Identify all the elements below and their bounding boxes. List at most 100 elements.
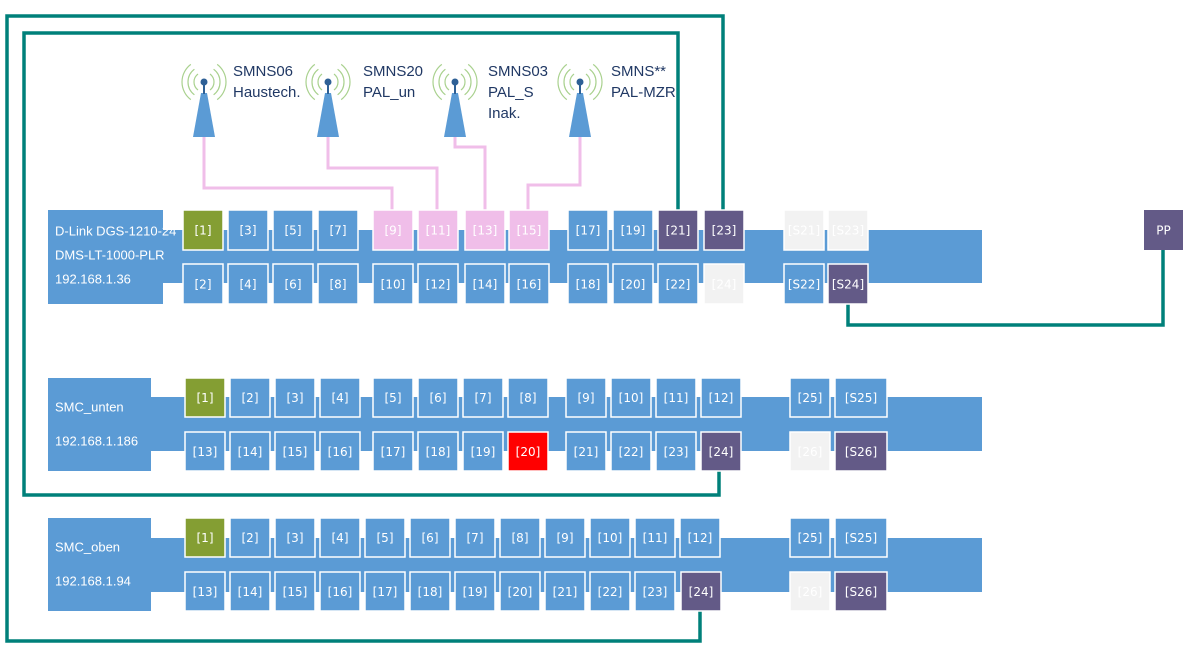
port[interactable]: [2] [229,517,271,558]
port-error[interactable] [507,431,549,472]
port-port[interactable] [372,377,414,418]
port-port[interactable] [834,517,888,558]
port-trunk[interactable] [703,209,745,251]
port[interactable]: [14] [464,263,506,305]
port[interactable]: [18] [409,571,451,612]
port[interactable]: [4] [227,263,269,305]
port-port[interactable] [462,377,504,418]
port-uplink[interactable] [184,377,226,418]
port[interactable]: [S25] [834,517,888,558]
port-port[interactable] [567,209,609,251]
port-port[interactable] [272,263,314,305]
port[interactable]: [12] [679,517,721,558]
port-unused[interactable] [789,431,831,472]
port[interactable]: [7] [317,209,359,251]
port-port[interactable] [589,517,631,558]
port-port[interactable] [272,209,314,251]
port[interactable]: [2] [182,263,224,305]
port-port[interactable] [409,517,451,558]
port[interactable]: [14] [229,571,271,612]
port[interactable]: [9] [544,517,586,558]
port[interactable]: [12] [700,377,742,418]
port[interactable]: [17] [567,209,609,251]
port[interactable]: [9] [565,377,607,418]
port[interactable]: [6] [272,263,314,305]
port-trunk[interactable] [827,263,869,305]
port-port[interactable] [409,571,451,612]
port-uplink[interactable] [182,209,224,251]
port-port[interactable] [364,571,406,612]
port-trunk[interactable] [834,571,888,612]
port-port[interactable] [499,571,541,612]
port-port[interactable] [274,571,316,612]
port-port[interactable] [274,431,316,472]
port-unused[interactable] [789,571,831,612]
port[interactable]: [11] [655,377,697,418]
port-port[interactable] [610,431,652,472]
port[interactable]: [13] [464,209,506,251]
port-port[interactable] [499,517,541,558]
port-port[interactable] [372,431,414,472]
patch-panel[interactable]: PP [1144,210,1183,250]
port[interactable]: [6] [409,517,451,558]
port-port[interactable] [565,377,607,418]
port[interactable]: [17] [364,571,406,612]
port-trunk[interactable] [657,209,699,251]
port-port[interactable] [229,377,271,418]
port[interactable]: [4] [319,517,361,558]
port[interactable]: [1] [182,209,224,251]
port[interactable]: [5] [364,517,406,558]
port[interactable]: [7] [462,377,504,418]
port[interactable]: [21] [544,571,586,612]
port-port[interactable] [229,517,271,558]
port[interactable]: [S25] [834,377,888,418]
port-trunk[interactable] [680,571,722,612]
port-wlan[interactable] [372,209,414,251]
port[interactable]: [13] [184,431,226,472]
port-port[interactable] [317,209,359,251]
port-port[interactable] [417,377,459,418]
port-port[interactable] [364,517,406,558]
port[interactable]: [10] [610,377,652,418]
port[interactable]: [2] [229,377,271,418]
port[interactable]: [15] [274,571,316,612]
port-port[interactable] [372,263,414,305]
port[interactable]: [15] [274,431,316,472]
port-unused[interactable] [783,209,825,251]
port[interactable]: [19] [612,209,654,251]
port[interactable]: [16] [319,571,361,612]
port-port[interactable] [229,431,271,472]
port[interactable]: [22] [657,263,699,305]
port-port[interactable] [783,263,825,305]
port-port[interactable] [612,209,654,251]
port[interactable]: [7] [454,517,496,558]
port-trunk[interactable] [700,431,742,472]
port-uplink[interactable] [184,517,226,558]
port[interactable]: [6] [417,377,459,418]
port[interactable]: [S21] [783,209,825,251]
port-port[interactable] [274,377,316,418]
port-unused[interactable] [827,209,869,251]
port[interactable]: [21] [657,209,699,251]
port[interactable]: [18] [417,431,459,472]
port[interactable]: [13] [184,571,226,612]
port[interactable]: [24] [703,263,745,305]
port-port[interactable] [700,377,742,418]
port[interactable]: [1] [184,377,226,418]
port[interactable]: [20] [612,263,654,305]
port[interactable]: [10] [372,263,414,305]
port[interactable]: [19] [462,431,504,472]
port[interactable]: [24] [700,431,742,472]
port-port[interactable] [319,377,361,418]
port[interactable]: [19] [454,571,496,612]
patch-panel-box[interactable] [1144,210,1183,250]
port-port[interactable] [182,263,224,305]
port-port[interactable] [589,571,631,612]
port-port[interactable] [544,517,586,558]
port[interactable]: [22] [610,431,652,472]
port[interactable]: [21] [565,431,607,472]
port[interactable]: [1] [184,517,226,558]
port[interactable]: [17] [372,431,414,472]
port-port[interactable] [454,571,496,612]
port-port[interactable] [464,263,506,305]
